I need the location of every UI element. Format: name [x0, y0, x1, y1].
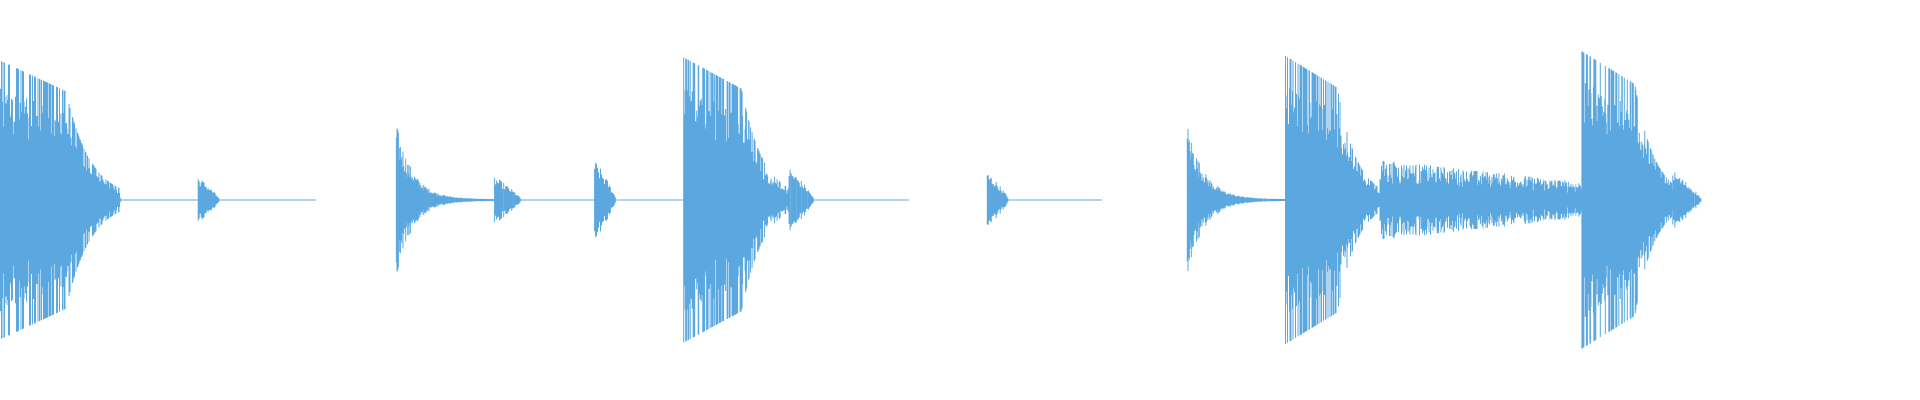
- waveform-segment-blip: [594, 162, 616, 238]
- waveform-segment-hit: [683, 57, 790, 343]
- waveform-segment-blip: [494, 177, 522, 223]
- waveform-segment-blip: [1672, 172, 1702, 228]
- waveform-segment-blip: [99, 179, 122, 221]
- waveform-segment-blip: [986, 174, 1009, 226]
- waveform-segment-hit: [1285, 56, 1380, 344]
- waveform-segment-blip: [788, 169, 815, 231]
- waveform-segment-blip: [197, 179, 220, 221]
- waveform-samples: [0, 51, 1702, 349]
- waveform-segment-hit: [1581, 51, 1679, 349]
- waveform-segment-noise: [1379, 161, 1582, 239]
